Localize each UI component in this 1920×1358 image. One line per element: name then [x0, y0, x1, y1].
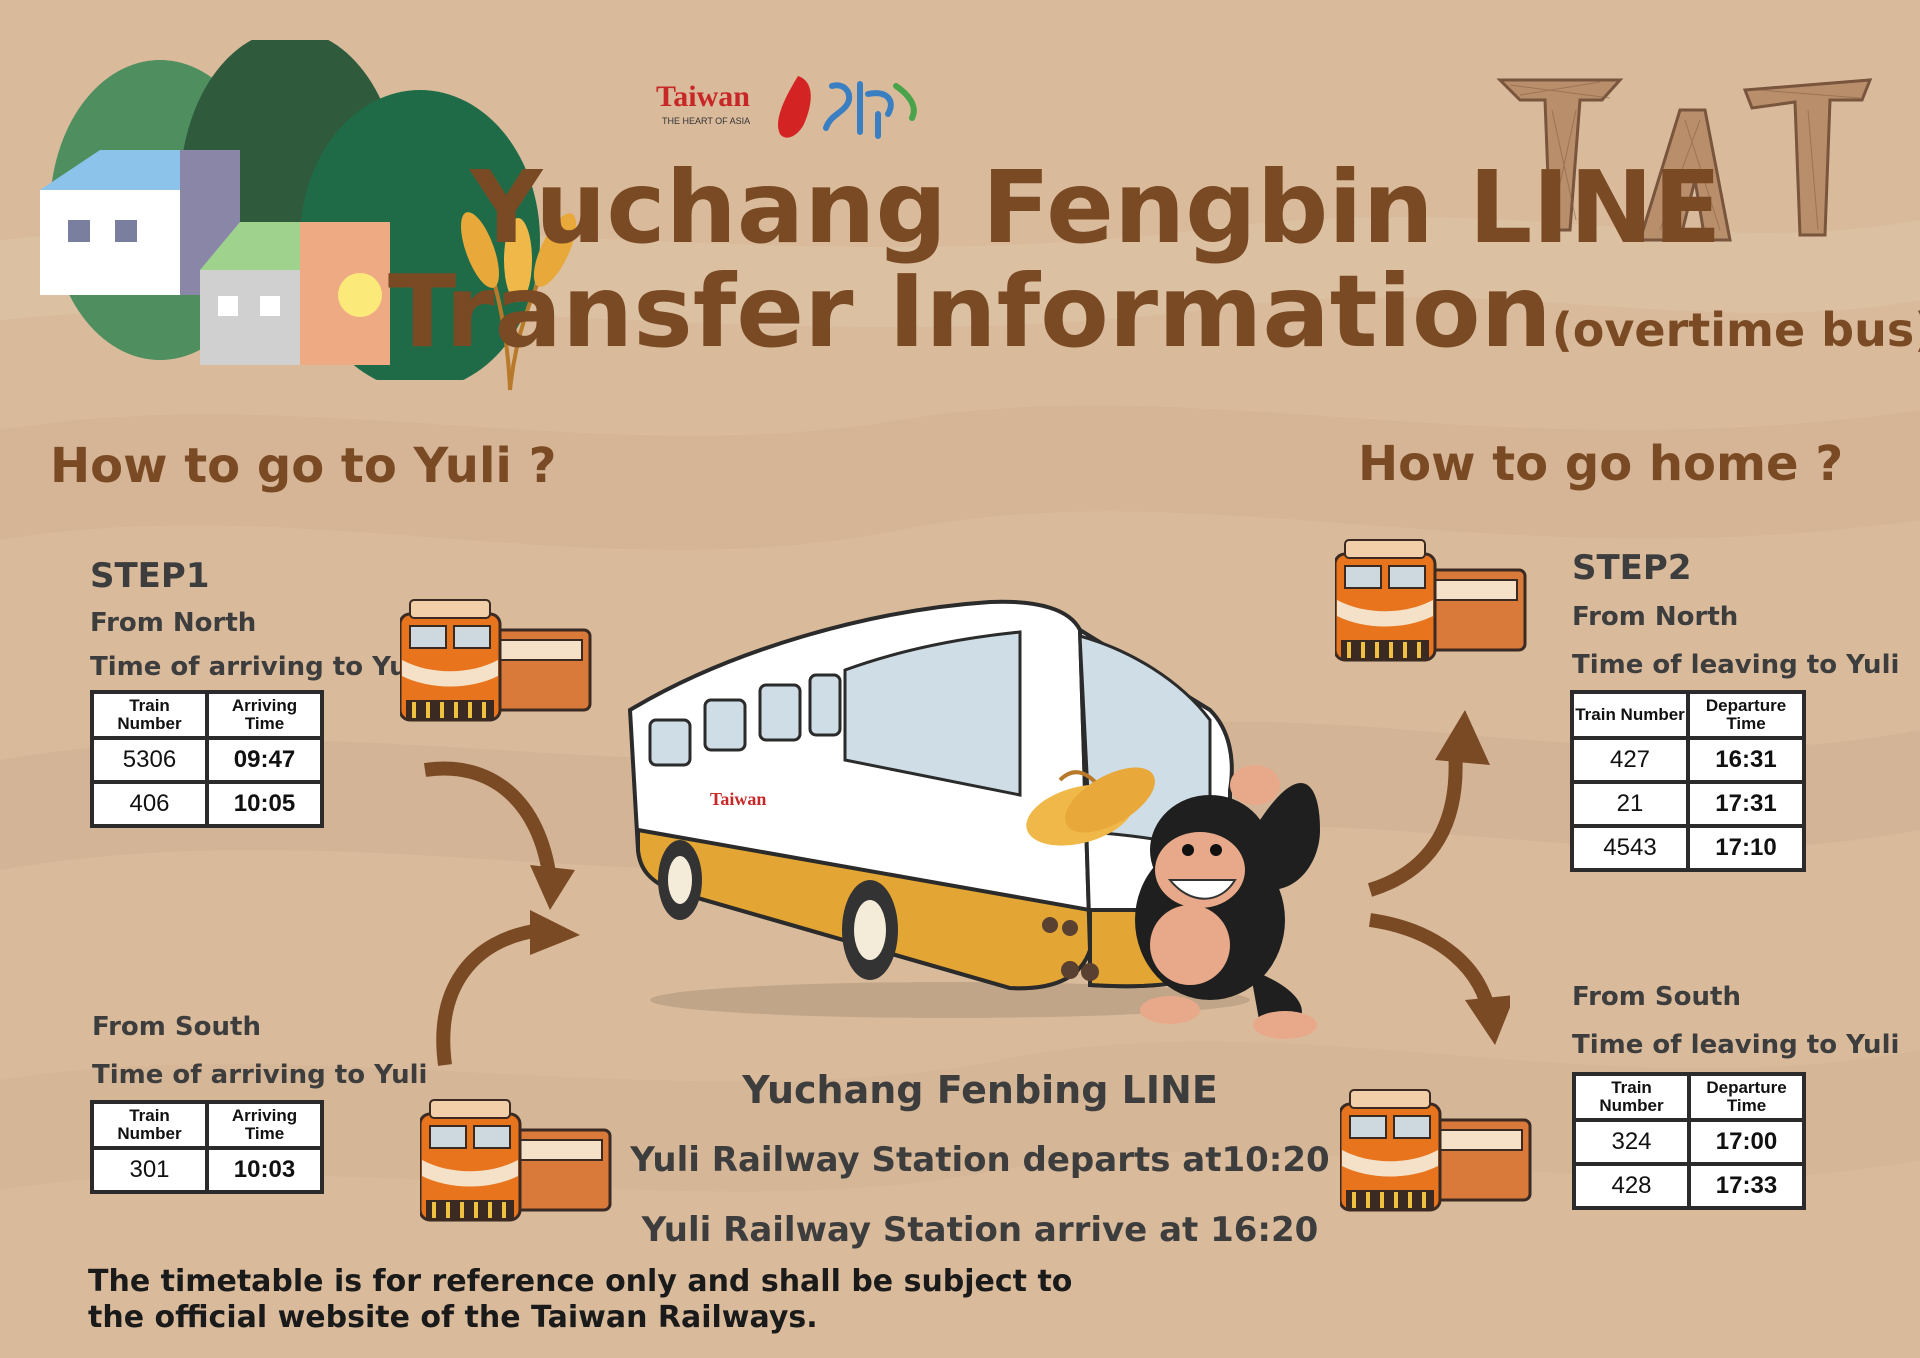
arriving-time: 10:03 [209, 1150, 320, 1190]
train-number: 4543 [1574, 828, 1686, 868]
left-south-label: From South [92, 1012, 261, 1042]
col-train-number: Train Number [1576, 1076, 1687, 1118]
col-departure-time: Departure Time [1690, 694, 1802, 736]
wheat-icon [461, 212, 577, 391]
arrows-right [1367, 710, 1510, 1045]
left-north-table: Train Number Arriving Time 5306 09:47 40… [90, 690, 324, 828]
arrow-down-right-icon [423, 761, 557, 881]
table-row: 324 17:00 [1576, 1122, 1802, 1162]
disclaimer-line1: The timetable is for reference only and … [88, 1264, 1073, 1299]
step2-label: STEP2 [1572, 548, 1692, 588]
house-wall-grey [200, 270, 300, 365]
arrive-info: Yuli Railway Station arrive at 16:20 [641, 1210, 1319, 1250]
col-arriving-time: Arriving Time [209, 1104, 320, 1146]
bus-logo-text: Taiwan [710, 789, 766, 809]
train-number: 428 [1576, 1166, 1687, 1206]
train-number: 427 [1574, 740, 1686, 780]
table-header-row: Train Number Arriving Time [94, 694, 320, 736]
arrow-up-icon [1367, 749, 1463, 897]
brand-name: Taiwan [656, 80, 750, 113]
train-number: 21 [1574, 784, 1686, 824]
table-header-row: Train Number Departure Time [1576, 1076, 1802, 1118]
arriving-time: 09:47 [209, 740, 320, 780]
line-name: Yuchang Fenbing LINE [742, 1068, 1218, 1112]
left-south-sub: Time of arriving to Yuli [92, 1060, 428, 1090]
title-line1: Yuchang Fengbin LINE [470, 149, 1722, 266]
title-main: Transfer Information [388, 253, 1552, 370]
departure-time: 16:31 [1690, 740, 1802, 780]
sun [338, 273, 382, 317]
heading-go-to-yuli: How to go to Yuli ? [50, 438, 557, 494]
gorilla-mascot [1026, 765, 1320, 1039]
right-north-label: From North [1572, 602, 1739, 632]
table-row: 427 16:31 [1574, 740, 1802, 780]
train-number: 324 [1576, 1122, 1687, 1162]
train-number: 5306 [94, 740, 205, 780]
depart-info: Yuli Railway Station departs at10:20 [630, 1140, 1330, 1180]
table-header-row: Train Number Departure Time [1574, 694, 1802, 736]
village-illustration [40, 40, 540, 380]
train-number: 301 [94, 1150, 205, 1190]
step1-label: STEP1 [90, 556, 210, 596]
table-header-row: Train Number Arriving Time [94, 1104, 320, 1146]
table-row: 5306 09:47 [94, 740, 320, 780]
title-line2: Transfer Information(overtime bus) [388, 262, 1920, 362]
table-row: 301 10:03 [94, 1150, 320, 1190]
heading-go-home: How to go home ? [1358, 436, 1844, 492]
left-south-table: Train Number Arriving Time 301 10:03 [90, 1100, 324, 1194]
taiwan-logo: Taiwan THE HEART OF ASIA [656, 72, 936, 142]
train-icon [400, 598, 592, 722]
arrow-up-right-icon [436, 923, 542, 1066]
left-north-sub: Time of arriving to Yuli [90, 652, 426, 682]
departure-time: 17:00 [1691, 1122, 1802, 1162]
table-row: 21 17:31 [1574, 784, 1802, 824]
right-north-sub: Time of leaving to Yuli [1572, 650, 1900, 680]
train-number: 406 [94, 784, 205, 824]
departure-time: 17:31 [1690, 784, 1802, 824]
arriving-time: 10:05 [209, 784, 320, 824]
train-icon [420, 1098, 612, 1222]
arrows-left [423, 761, 580, 1066]
brand-tagline: THE HEART OF ASIA [662, 116, 751, 126]
col-departure-time: Departure Time [1691, 1076, 1802, 1118]
table-row: 428 17:33 [1576, 1166, 1802, 1206]
departure-time: 17:10 [1690, 828, 1802, 868]
disclaimer-line2: the official website of the Taiwan Railw… [88, 1300, 818, 1335]
col-train-number: Train Number [94, 694, 205, 736]
table-row: 4543 17:10 [1574, 828, 1802, 868]
right-south-sub: Time of leaving to Yuli [1572, 1030, 1900, 1060]
disclaimer-note: The timetable is for reference only and … [88, 1264, 1072, 1336]
right-north-table: Train Number Departure Time 427 16:31 21… [1570, 690, 1806, 872]
right-south-label: From South [1572, 982, 1741, 1012]
right-south-table: Train Number Departure Time 324 17:00 42… [1572, 1072, 1806, 1210]
house-wall-white [40, 190, 180, 295]
col-train-number: Train Number [94, 1104, 205, 1146]
col-arriving-time: Arriving Time [209, 694, 320, 736]
taiwan-island-icon [778, 76, 917, 139]
fish-trap-sculpture [1496, 78, 1873, 242]
train-icon [1340, 1088, 1532, 1212]
table-row: 406 10:05 [94, 784, 320, 824]
title-suffix: (overtime bus) [1551, 303, 1920, 357]
left-north-label: From North [90, 608, 257, 638]
departure-time: 17:33 [1691, 1166, 1802, 1206]
train-icon [1335, 538, 1527, 662]
col-train-number: Train Number [1574, 694, 1686, 736]
